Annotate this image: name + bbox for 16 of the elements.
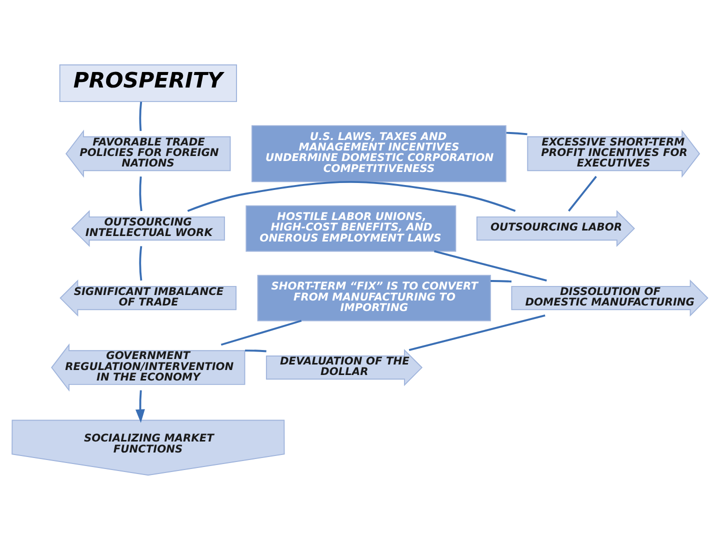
connector	[139, 102, 142, 132]
connector	[408, 314, 546, 351]
connector	[245, 350, 266, 352]
connector	[434, 250, 547, 282]
connector	[187, 180, 516, 212]
connector	[220, 320, 302, 346]
connector	[490, 280, 512, 282]
connector	[139, 176, 142, 212]
arrow	[135, 390, 145, 423]
connector	[506, 132, 528, 136]
node-box: U.S. LAWS, TAXES AND MANAGEMENT INCENTIVES UNDERMINE DOMESTIC CORPORATION COMPETITIVENESS	[251, 125, 506, 182]
node-box: HOSTILE LABOR UNIONS, HIGH-COST BENEFITS, AND ONEROUS EMPLOYMENT LAWS	[246, 205, 456, 252]
connector	[139, 246, 142, 281]
node-box: SHORT-TERM “FIX” IS TO CONVERT FROM MANUFACTURING TO IMPORTING	[257, 274, 491, 322]
connector	[568, 176, 597, 212]
node-box: PROSPERITY	[59, 64, 237, 102]
